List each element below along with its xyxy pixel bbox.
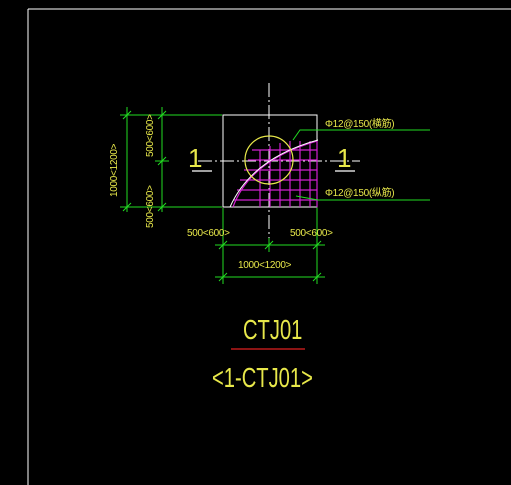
column-circle: [244, 135, 294, 185]
bottom-dimension-lines: [215, 208, 325, 284]
component-name: CTJ01: [243, 314, 303, 345]
section-mark-right: 1: [337, 143, 352, 173]
section-title: <1-CTJ01>: [212, 362, 313, 393]
rebar-mesh: [232, 140, 318, 208]
rebar-bottom-label: Φ12@150(纵筋): [325, 188, 395, 199]
rebar-top-label: Φ12@150(横筋): [325, 119, 395, 130]
dim-left-bottom: 500<600>: [145, 185, 156, 228]
dim-left-top: 500<600>: [145, 114, 156, 157]
rebar-leaders: [292, 129, 430, 201]
dim-bottom-left: 500<600>: [187, 228, 230, 239]
dim-bottom-right: 500<600>: [290, 228, 333, 239]
dim-left-total: 1000<1200>: [109, 143, 120, 197]
dim-bottom-total: 1000<1200>: [238, 260, 292, 271]
section-mark-left: 1: [188, 143, 203, 173]
section-cut-curve: [229, 139, 319, 208]
left-dimension-lines: [120, 107, 222, 212]
